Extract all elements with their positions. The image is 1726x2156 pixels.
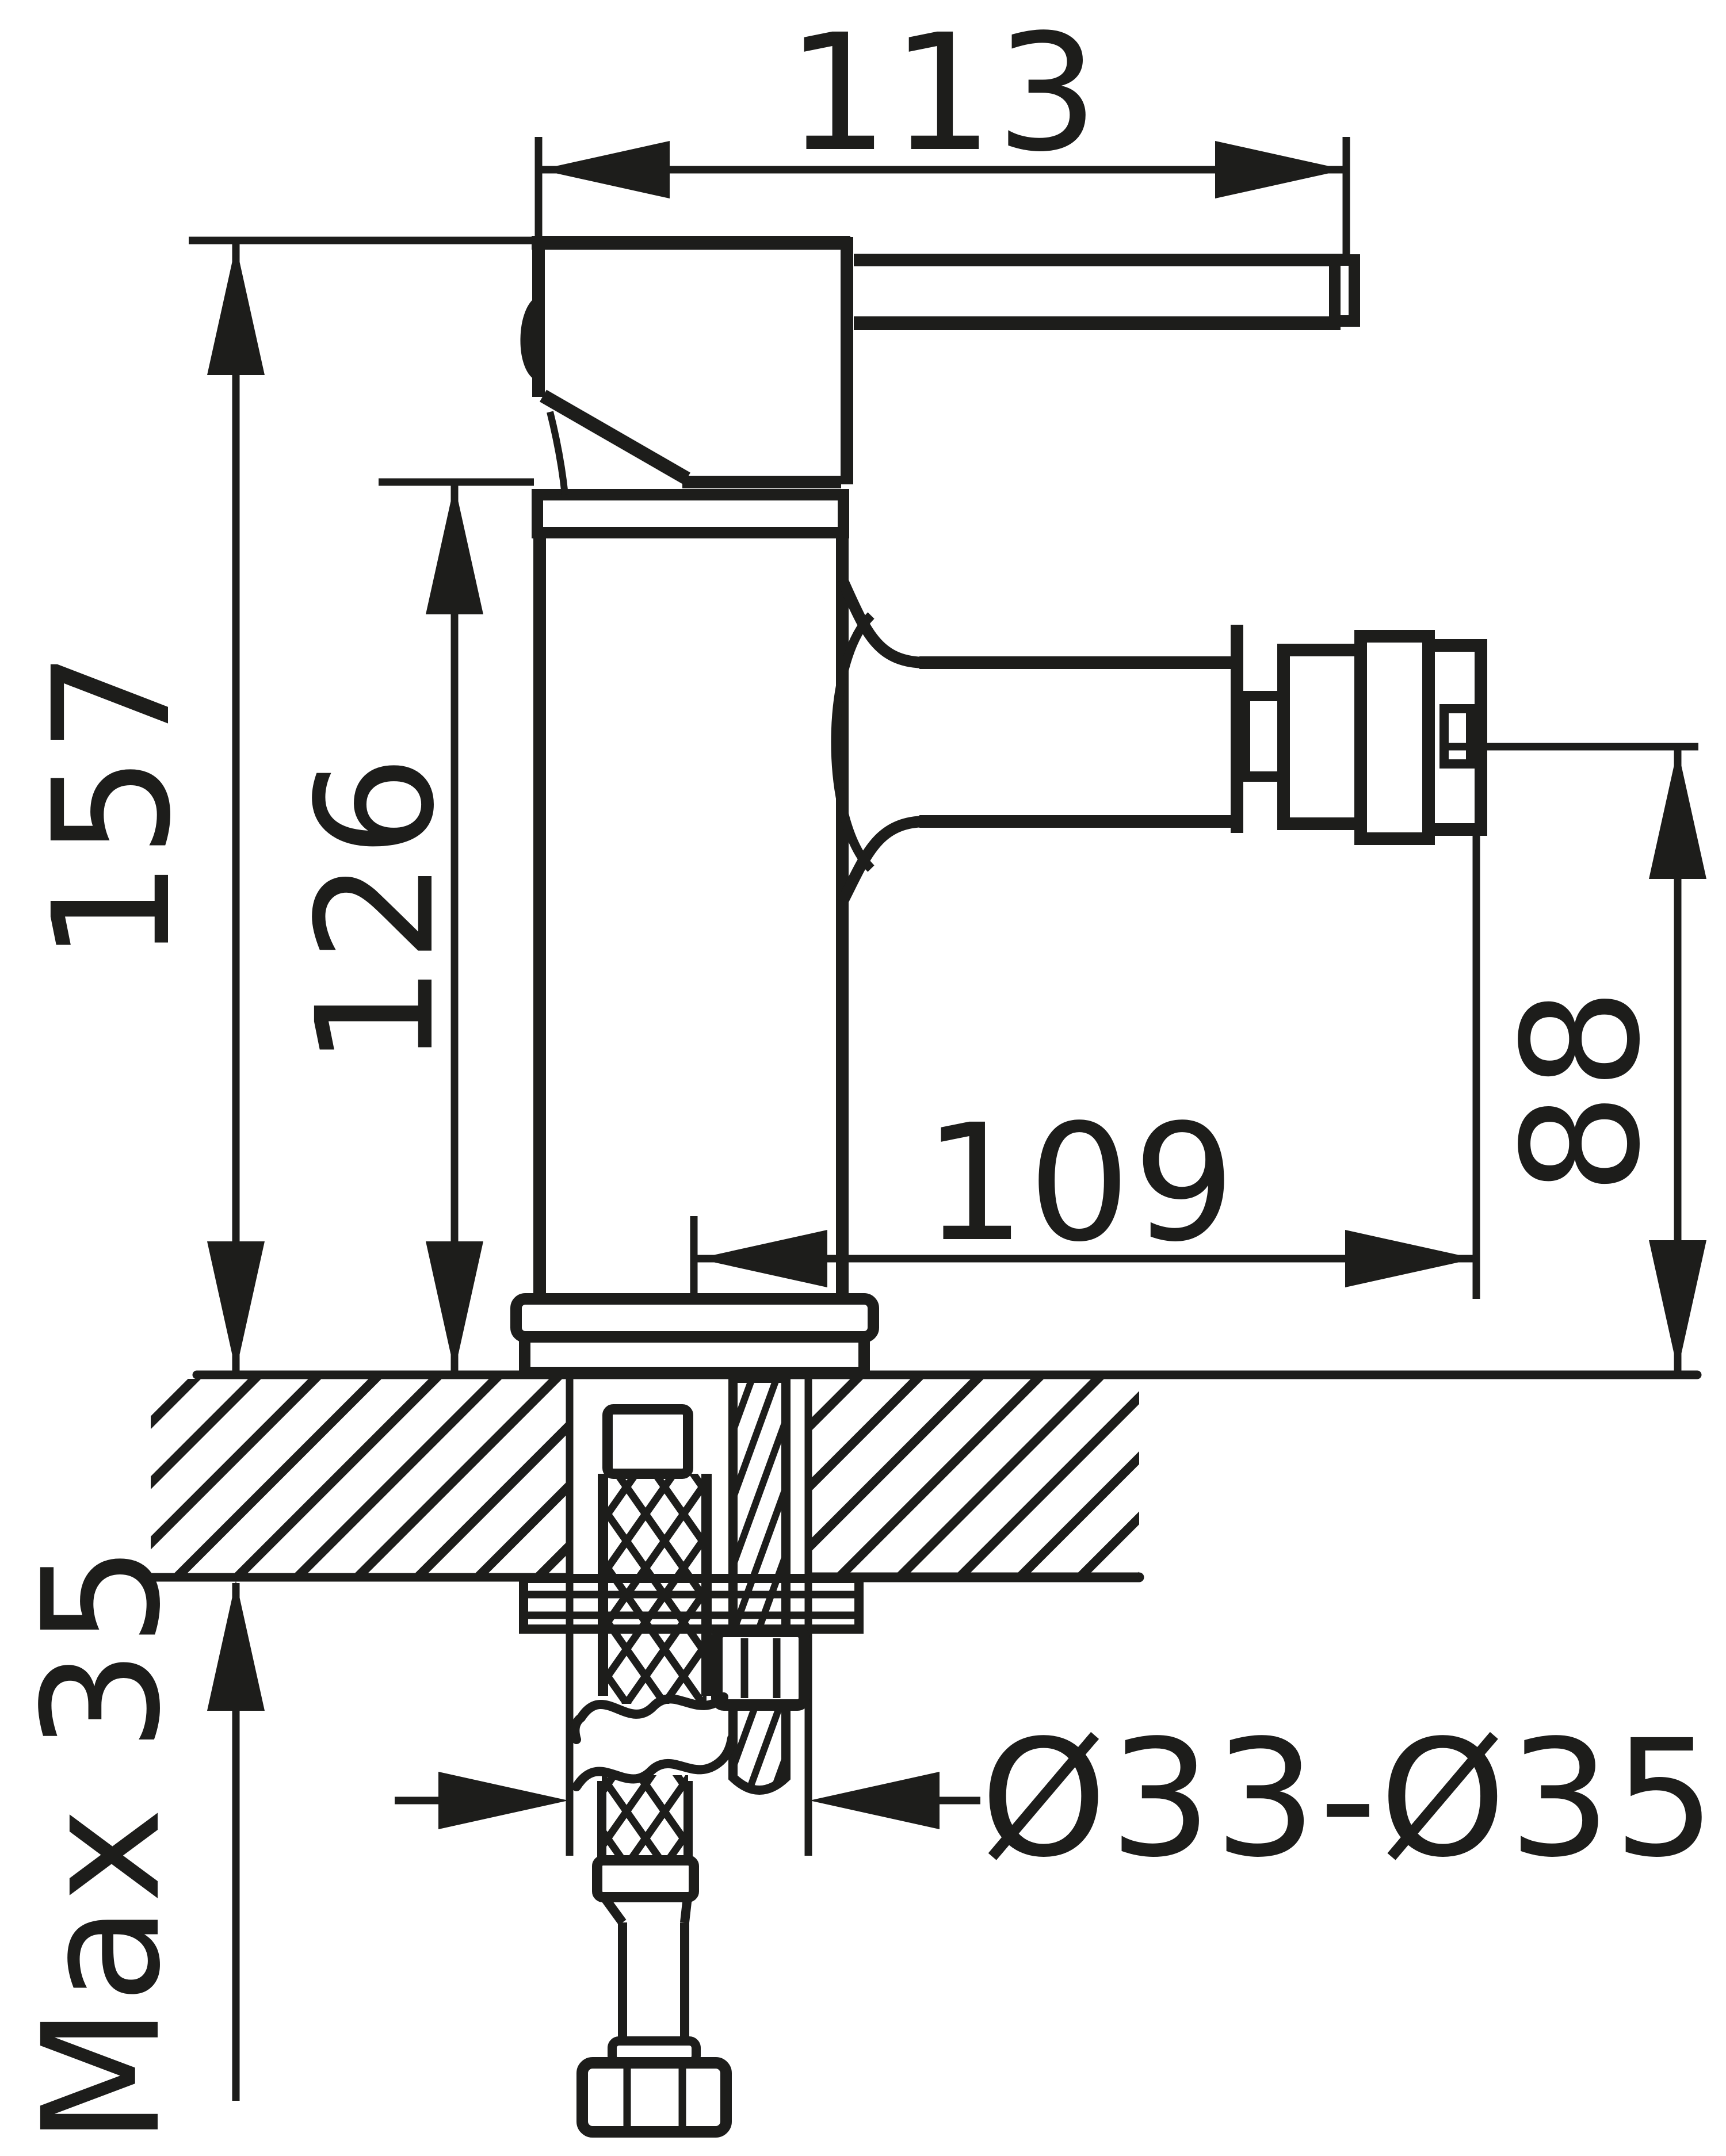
arrowhead-bottom <box>426 1241 483 1371</box>
dim-88-label: 88 <box>1488 985 1676 1195</box>
arrowhead-top <box>1649 749 1706 879</box>
dim-113-label: 113 <box>786 0 1101 188</box>
dim-109-label: 109 <box>923 1090 1238 1278</box>
arrowhead-top <box>207 245 265 375</box>
dim-113: 113 <box>534 0 1350 257</box>
hose-shoulder-left <box>600 1894 627 1925</box>
arrowhead-bottom <box>1649 1240 1706 1370</box>
dim-126-label: 126 <box>282 753 470 1067</box>
head-left-arc <box>547 411 568 495</box>
countertop-hatch-right <box>810 1379 1139 1573</box>
hose-ferrule <box>602 1404 693 1479</box>
supply-hose <box>570 1404 736 2138</box>
dim-157: 157 <box>19 236 533 1373</box>
dim-max35-label: Max 35 <box>9 1542 196 2145</box>
arrowhead-up <box>207 1581 265 1711</box>
spout-fillet-top <box>837 577 927 668</box>
arrowhead-left <box>697 1230 827 1287</box>
faucet-body <box>510 236 1487 1378</box>
head-side-indicator-bump <box>520 295 540 383</box>
countertop-section <box>146 1370 1702 1582</box>
hose-union-nut <box>576 2057 732 2138</box>
neck-ring <box>532 489 849 538</box>
dimensions: 113 157 126 109 <box>9 0 1718 2145</box>
arrowhead-left <box>438 1772 568 1829</box>
stud-hex-nut <box>711 1626 810 1711</box>
arrowhead-bottom <box>207 1241 265 1371</box>
dim-diameter-label: Ø33-Ø35 <box>980 1706 1718 1893</box>
dim-max35: Max 35 <box>9 1542 265 2145</box>
dim-126: 126 <box>282 478 534 1373</box>
dim-109: 109 <box>690 835 1480 1301</box>
hose-shoulder-right <box>680 1897 692 1923</box>
lever-end-cap <box>1329 254 1360 327</box>
dim-157-label: 157 <box>19 648 207 962</box>
arrowhead-right <box>1345 1230 1475 1287</box>
arrowhead-top <box>426 484 483 614</box>
mounting-hardware <box>519 1374 864 1856</box>
aerator-ring-1 <box>1277 644 1367 830</box>
spout-root-arc <box>831 612 875 872</box>
hose-collar <box>592 1855 699 1902</box>
dim-88: 88 <box>1448 743 1706 1371</box>
threaded-stud-lower <box>728 1700 791 1795</box>
hose-break-wave-lower <box>572 1734 736 1791</box>
aerator-ring-2 <box>1354 630 1435 845</box>
arrowhead-right <box>809 1772 940 1829</box>
spout-fillet-bottom <box>837 816 927 905</box>
head-chamfer-edge <box>540 389 690 485</box>
countertop-hatch-left <box>151 1379 567 1573</box>
arrowhead-left <box>540 141 670 198</box>
aerator-outlet-notch <box>1439 704 1475 769</box>
hose-braid-upper <box>603 1474 707 1704</box>
hose-braid-lower <box>602 1775 688 1860</box>
arrowhead-right <box>1215 141 1345 198</box>
hose-break-wave-upper <box>570 1692 728 1744</box>
base-flange-lower <box>519 1331 870 1378</box>
dim-diameter: Ø33-Ø35 <box>395 1706 1718 1893</box>
threaded-stud-upper <box>728 1374 791 1636</box>
